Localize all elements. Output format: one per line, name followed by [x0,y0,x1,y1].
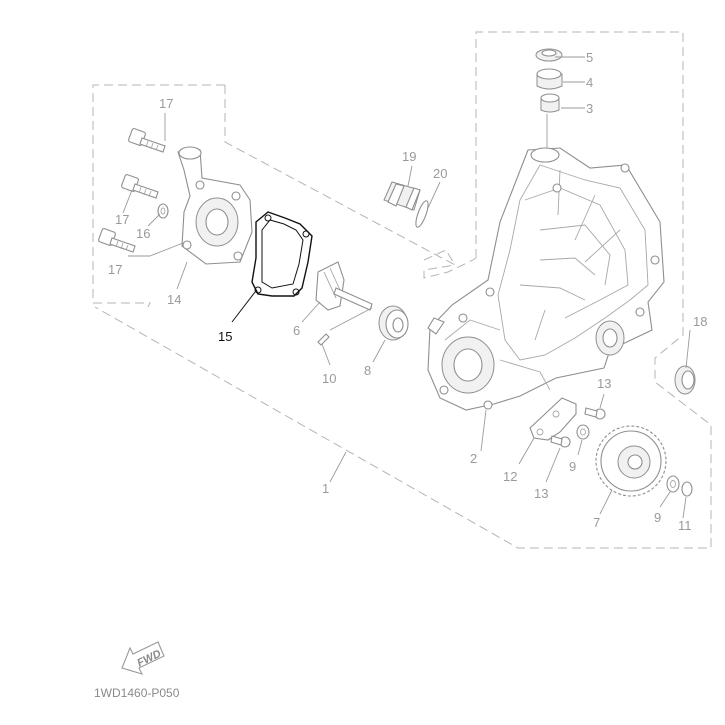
bolt-bottom [98,228,136,253]
label-17-bottom: 17 [108,262,122,277]
label-11: 11 [678,518,692,533]
bearing-3 [540,93,560,113]
plate-12 [529,397,577,441]
bearing-4 [536,68,563,90]
bolt-13-upper [584,407,606,420]
bolt-middle [121,174,159,199]
label-9-upper: 9 [569,459,576,474]
label-5: 5 [586,50,593,65]
label-17-middle: 17 [115,212,129,227]
label-1: 1 [322,481,329,496]
oil-seal-18 [674,365,696,395]
label-17-top: 17 [159,96,173,111]
washer-16 [157,203,169,219]
label-10: 10 [322,371,336,386]
label-18: 18 [693,314,707,329]
group-outline-small [423,249,456,266]
label-8: 8 [364,363,371,378]
circlip-20 [415,200,429,228]
group-outline-pump [92,84,225,308]
label-13-lower: 13 [534,486,548,501]
group-outline-pump-top [224,85,477,279]
label-16: 16 [136,226,150,241]
bolt-13-lower [550,435,571,448]
label-6: 6 [293,323,300,338]
label-15: 15 [218,329,232,344]
label-13-upper: 13 [597,376,611,391]
bolt-top [128,128,166,153]
group-outline-cover-top [94,31,712,549]
label-7: 7 [593,515,600,530]
label-4: 4 [586,75,593,90]
oil-seal-5 [535,48,563,62]
washer-9-lower [666,475,680,493]
fwd-arrow-icon: FWD [121,641,165,675]
gasket-15 [251,211,313,297]
gear-7 [595,425,667,497]
label-19: 19 [402,149,416,164]
bearing-8 [378,305,409,341]
circlip-11 [681,481,693,497]
label-2: 2 [470,451,477,466]
impeller-shaft [315,261,373,311]
crankcase-cover [427,147,665,411]
label-20: 20 [433,166,447,181]
label-14: 14 [167,292,181,307]
oil-seal-19 [383,181,421,211]
diagram-code: 1WD1460-P050 [94,686,180,700]
label-9-lower: 9 [654,510,661,525]
washer-9-upper [576,424,590,440]
label-3: 3 [586,101,593,116]
pump-housing [177,146,253,265]
pin-10 [317,333,330,346]
label-12: 12 [503,469,517,484]
